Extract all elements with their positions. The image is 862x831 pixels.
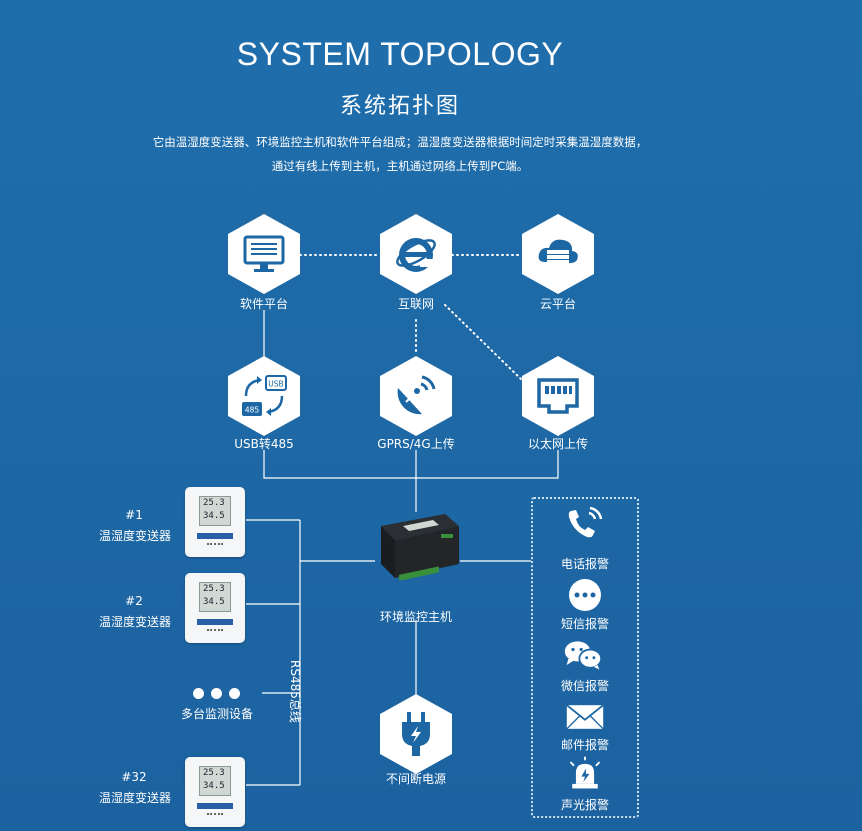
alarm-phone-label: 电话报警 xyxy=(560,557,609,571)
environment-controller-device xyxy=(375,512,460,581)
gprs-label: GPRS/4G上传 xyxy=(377,437,455,451)
controller-label: 环境监控主机 xyxy=(379,610,452,624)
sensor-2-label: 温湿度变送器 xyxy=(98,615,171,629)
rs485-bus-label: RS485总线 xyxy=(288,660,302,723)
mail-icon xyxy=(565,700,605,734)
siren-icon xyxy=(565,756,605,790)
sensor-1-label: 温湿度变送器 xyxy=(98,529,171,543)
ellipsis-dot xyxy=(211,688,222,699)
cloud-server-icon xyxy=(538,239,578,264)
description-line-1: 它由温湿度变送器、环境监控主机和软件平台组成；温湿度变送器根据时间定时采集温湿度… xyxy=(152,135,648,149)
svg-text:485: 485 xyxy=(245,406,260,415)
sensor-2-hum: 34.5 xyxy=(203,597,225,607)
sensor-32-hum: 34.5 xyxy=(203,781,225,791)
sensor-1-temp: 25.3 xyxy=(203,498,225,508)
multi-devices-label: 多台监测设备 xyxy=(180,707,253,721)
svg-text:USB: USB xyxy=(268,380,283,389)
sensor-32-label: 温湿度变送器 xyxy=(98,791,171,805)
sms-icon xyxy=(565,578,605,612)
cloud-platform-label: 云平台 xyxy=(539,297,576,311)
link-bottom-bar xyxy=(263,450,559,479)
sensor-1-device: 25.3 34.5 xyxy=(185,487,245,557)
ellipsis-dot xyxy=(193,688,204,699)
alarm-sms-label: 短信报警 xyxy=(560,617,609,631)
gprs-node xyxy=(380,356,452,436)
sensor-1-screen: 25.3 34.5 xyxy=(199,496,231,526)
usb-converter-icon: USB 485 xyxy=(242,375,287,416)
sensor-2-temp: 25.3 xyxy=(203,584,225,594)
ethernet-label: 以太网上传 xyxy=(527,437,588,451)
sensor-2-number: #2 xyxy=(125,594,143,608)
alarm-panel xyxy=(531,497,639,818)
ellipsis-dot xyxy=(229,688,240,699)
page-subtitle: 系统拓扑图 xyxy=(339,94,460,119)
alarm-siren-label: 声光报警 xyxy=(560,798,609,812)
ethernet-node xyxy=(522,356,594,436)
ups-label: 不间断电源 xyxy=(385,772,446,786)
internet-label: 互联网 xyxy=(397,297,434,311)
description-line-2: 通过有线上传到主机，主机通过网络上传到PC端。 xyxy=(271,159,529,173)
phone-icon xyxy=(565,507,605,541)
sensor-32-temp: 25.3 xyxy=(203,768,225,778)
sensor-1-number: #1 xyxy=(125,508,143,522)
sensor-2-screen: 25.3 34.5 xyxy=(199,582,231,612)
alarm-mail-label: 邮件报警 xyxy=(560,738,609,752)
sensor-32-device: 25.3 34.5 xyxy=(185,757,245,827)
internet-explorer-icon xyxy=(396,238,436,272)
sensor-32-number: #32 xyxy=(121,770,147,784)
ethernet-port-icon xyxy=(537,378,579,414)
wechat-icon xyxy=(563,638,603,672)
monitor-icon xyxy=(243,235,285,272)
alarm-wechat-label: 微信报警 xyxy=(560,679,609,693)
power-plug-icon xyxy=(402,712,430,756)
page-title: SYSTEM TOPOLOGY xyxy=(236,36,564,72)
software-platform-label: 软件平台 xyxy=(239,297,288,311)
sensor-1-hum: 34.5 xyxy=(203,511,225,521)
sensor-32-screen: 25.3 34.5 xyxy=(199,766,231,796)
satellite-dish-icon xyxy=(397,375,436,415)
controller-unit-icon xyxy=(381,514,459,581)
link-internet-ethernet xyxy=(444,304,523,381)
sensor-2-device: 25.3 34.5 xyxy=(185,573,245,643)
usb-485-node: USB 485 xyxy=(228,356,300,436)
usb-485-label: USB转485 xyxy=(234,437,294,451)
